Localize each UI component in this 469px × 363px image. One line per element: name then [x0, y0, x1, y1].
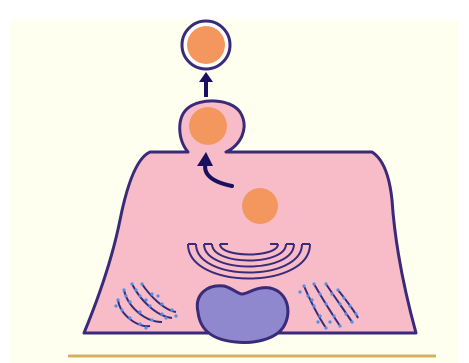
budding-vesicle	[189, 107, 227, 145]
nucleus-icon	[197, 286, 288, 343]
secretory-vesicle-icon	[242, 188, 278, 224]
released-vesicle	[182, 21, 230, 69]
